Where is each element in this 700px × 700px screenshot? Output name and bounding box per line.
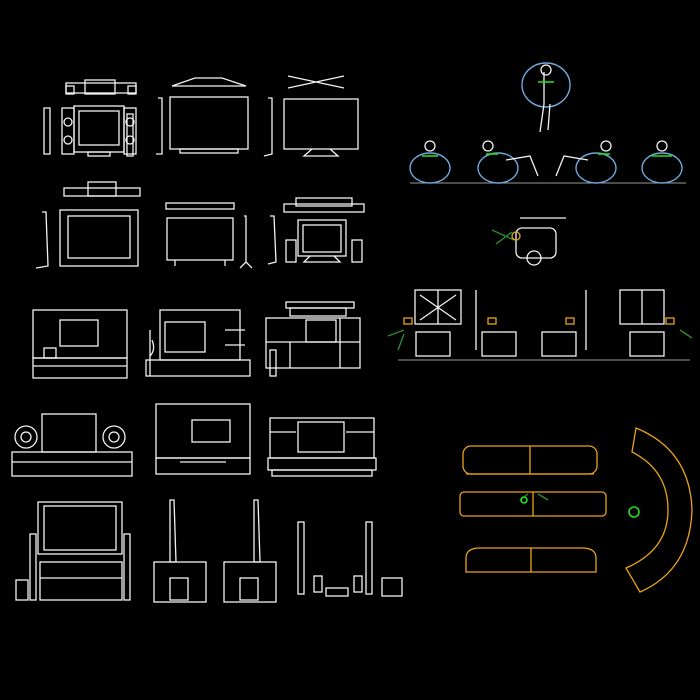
lounge-chair-plan xyxy=(491,217,566,266)
sofa-plans xyxy=(459,427,693,593)
tv-side-view-2 xyxy=(223,499,277,603)
flat-tv-1 xyxy=(156,77,249,155)
tv-console-with-speakers xyxy=(11,413,133,477)
tv-wall-unit-3 xyxy=(265,301,361,377)
flat-tv-2 xyxy=(263,75,359,157)
tv-feature-wall xyxy=(155,403,251,475)
speaker-set xyxy=(297,521,403,597)
tv-wall-unit-2 xyxy=(145,309,251,377)
tv-with-speakers-front xyxy=(43,105,137,157)
crt-style-tv xyxy=(35,181,141,269)
tv-wall-unit-1 xyxy=(32,309,128,379)
living-room-elevation xyxy=(387,289,693,361)
tv-wall-mounted xyxy=(165,202,253,269)
tv-with-small-speakers xyxy=(267,197,365,265)
home-theater-large xyxy=(15,501,131,601)
beanbag-chairs xyxy=(409,62,686,184)
tv-with-speakers-top xyxy=(65,79,137,95)
tv-entertainment-center xyxy=(267,417,377,477)
tv-side-view-1 xyxy=(153,499,207,603)
